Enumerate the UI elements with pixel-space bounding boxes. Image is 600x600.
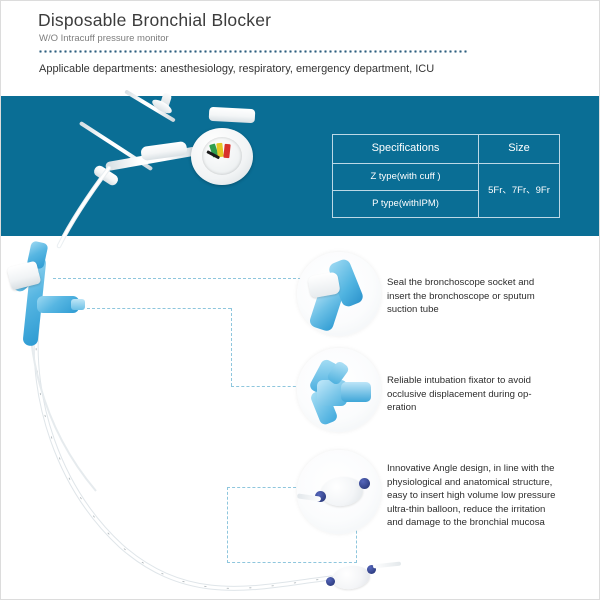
header-size: Size: [478, 134, 560, 164]
connector-line-feature-2-lower: [231, 386, 301, 387]
page-subtitle: W/O Intracuff pressure monitor: [39, 33, 169, 44]
header-specifications: Specifications: [332, 134, 479, 164]
feature-2-text: Reliable intubation fixator to avoid occ…: [387, 375, 532, 414]
side-port-tip: [71, 299, 85, 310]
connector-line-feature-1: [53, 278, 301, 279]
y-connector-left-arm: [10, 263, 42, 295]
feature-2-photo-circle: [297, 348, 381, 432]
connector-line-feature-2-vertical: [231, 308, 232, 386]
header-section: Disposable Bronchial Blocker W/O Intracu…: [1, 1, 599, 96]
cuff-distal-bead: [359, 478, 370, 489]
y-connector-top-port: [26, 240, 49, 270]
feature-1-photo-circle: [297, 252, 381, 336]
connector-line-feature-2-horizontal: [87, 308, 231, 309]
white-luer-cap: [6, 260, 42, 291]
distal-marker-bead: [367, 565, 376, 574]
feature-3-photo-circle: [297, 450, 381, 534]
proximal-marker-bead: [326, 577, 335, 586]
distal-cuff-balloon: [330, 563, 372, 592]
feature-1-text: Seal the bronchoscope socket and insert …: [387, 277, 535, 316]
table-header-row: Specifications Size: [332, 134, 560, 164]
cuff-balloon: [319, 474, 365, 509]
feature-3-text: Innovative Angle design, in line with th…: [387, 463, 556, 529]
specifications-table: Specifications Size Z type(with cuff ) 5…: [332, 134, 560, 218]
fixator-side-port: [341, 382, 371, 402]
y-connector-stem: [22, 255, 47, 347]
size-value: 5Fr、7Fr、9Fr: [478, 163, 560, 218]
applicable-departments-text: Applicable departments: anesthesiology, …: [39, 63, 435, 75]
table-row: Z type(with cuff ) 5Fr、7Fr、9Fr: [332, 163, 560, 218]
spec-p-type: P type(withIPM): [332, 190, 479, 218]
dotted-divider: [38, 50, 468, 53]
catheter-distal-tip: [372, 561, 402, 569]
spec-z-type: Z type(with cuff ): [332, 163, 479, 191]
page-title: Disposable Bronchial Blocker: [38, 10, 272, 30]
table-row: P type(withIPM): [332, 190, 560, 218]
y-connector-side-port: [37, 296, 79, 313]
